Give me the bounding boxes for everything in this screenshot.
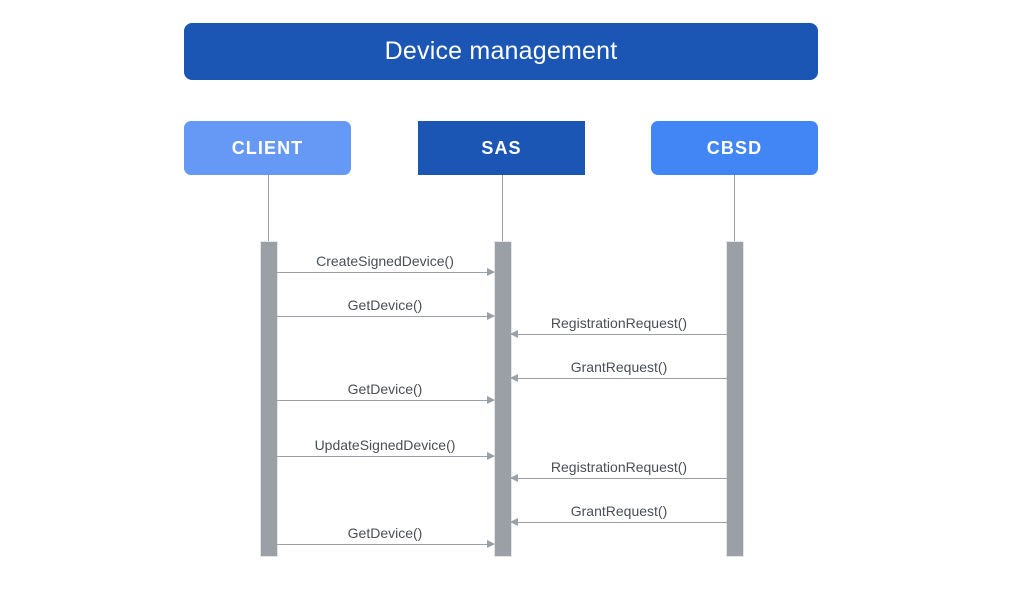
arrow-head-right-icon xyxy=(487,540,495,548)
arrow-head-right-icon xyxy=(487,268,495,276)
lifeline-sas xyxy=(502,175,503,242)
message-line xyxy=(276,272,494,273)
message-line xyxy=(511,478,727,479)
arrow-head-left-icon xyxy=(510,518,518,526)
activation-bar-cbsd xyxy=(726,241,744,557)
message-label: UpdateSignedDevice() xyxy=(314,437,456,453)
message-grant-request-2[interactable]: GrantRequest() xyxy=(510,504,727,526)
message-get-device-2[interactable]: GetDevice() xyxy=(276,382,495,404)
activation-bar-sas xyxy=(494,241,512,557)
arrow-head-right-icon xyxy=(487,312,495,320)
participant-label-client: CLIENT xyxy=(231,138,304,158)
message-registration-request-2[interactable]: RegistrationRequest() xyxy=(510,460,727,482)
message-label: GrantRequest() xyxy=(570,359,668,375)
message-update-signed-device[interactable]: UpdateSignedDevice() xyxy=(276,438,495,460)
arrow-head-left-icon xyxy=(510,374,518,382)
message-line xyxy=(511,378,727,379)
lifeline-client xyxy=(268,175,269,242)
message-line xyxy=(276,400,494,401)
message-grant-request-1[interactable]: GrantRequest() xyxy=(510,360,727,382)
activation-bar-client xyxy=(260,241,278,557)
message-line xyxy=(511,522,727,523)
message-label: RegistrationRequest() xyxy=(550,315,688,331)
message-label: GetDevice() xyxy=(347,381,423,397)
participant-box-sas[interactable]: SAS xyxy=(418,121,585,175)
arrow-head-right-icon xyxy=(487,396,495,404)
message-get-device-1[interactable]: GetDevice() xyxy=(276,298,495,320)
message-line xyxy=(511,334,727,335)
message-line xyxy=(276,544,494,545)
message-label: GetDevice() xyxy=(347,525,423,541)
message-get-device-3[interactable]: GetDevice() xyxy=(276,526,495,548)
message-registration-request-1[interactable]: RegistrationRequest() xyxy=(510,316,727,338)
message-line xyxy=(276,456,494,457)
lifeline-cbsd xyxy=(734,175,735,242)
message-line xyxy=(276,316,494,317)
message-label: CreateSignedDevice() xyxy=(316,253,454,269)
message-create-signed-device[interactable]: CreateSignedDevice() xyxy=(276,254,495,276)
page-title: Device management xyxy=(384,37,618,65)
participant-box-cbsd[interactable]: CBSD xyxy=(651,121,818,175)
message-label: GetDevice() xyxy=(347,297,423,313)
arrow-head-left-icon xyxy=(510,330,518,338)
message-label: RegistrationRequest() xyxy=(550,459,688,475)
participant-label-sas: SAS xyxy=(481,138,522,158)
diagram-title-banner: Device management xyxy=(184,23,818,80)
arrow-head-right-icon xyxy=(487,452,495,460)
message-label: GrantRequest() xyxy=(570,503,668,519)
arrow-head-left-icon xyxy=(510,474,518,482)
participant-label-cbsd: CBSD xyxy=(706,138,763,158)
participant-box-client[interactable]: CLIENT xyxy=(184,121,351,175)
